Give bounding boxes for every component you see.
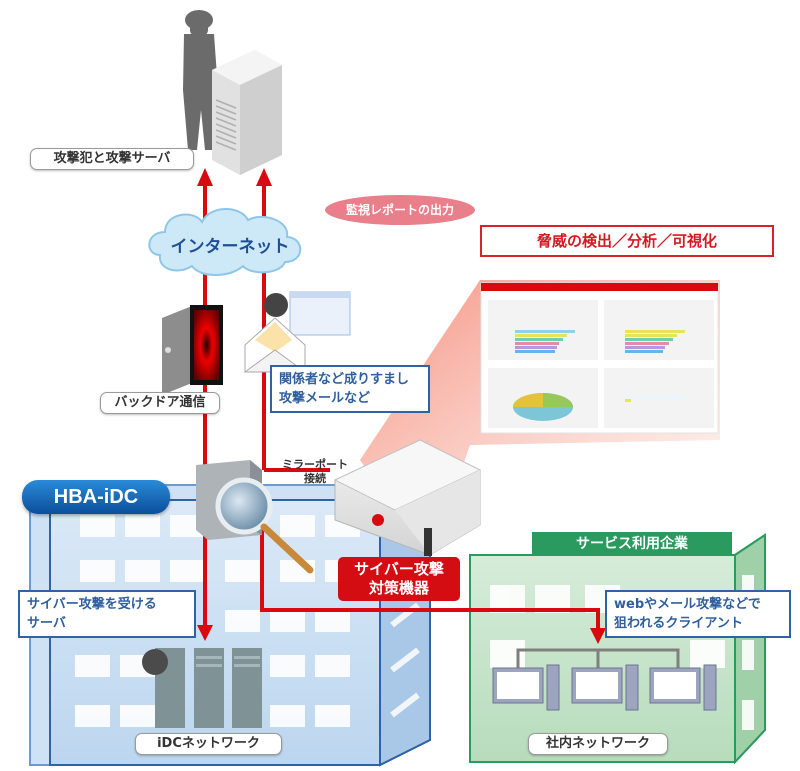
company-network-label: 社内ネットワーク bbox=[528, 733, 668, 755]
infection-badge-icon bbox=[142, 649, 168, 675]
internet-label: インターネット bbox=[170, 237, 290, 257]
device-label-line2: 対策機器 bbox=[368, 579, 429, 597]
client-label-line1: webやメール攻撃などで bbox=[614, 597, 761, 612]
attacked-server-line2: サーバ bbox=[27, 616, 66, 631]
client-pc-icon bbox=[492, 648, 717, 711]
arrow-down-client bbox=[590, 628, 606, 644]
mirror-port-line1: ミラーポート bbox=[282, 458, 348, 471]
mirror-port-label: ミラーポート 接続 bbox=[270, 458, 360, 486]
malicious-mail-icon bbox=[243, 291, 351, 373]
spoof-mail-line2: 攻撃メールなど bbox=[279, 391, 371, 406]
attacked-server-label: サイバー攻撃を受ける サーバ bbox=[18, 590, 196, 638]
spoof-mail-label: 関係者など成りすまし 攻撃メールなど bbox=[270, 365, 430, 413]
attacked-server-line1: サイバー攻撃を受ける bbox=[27, 597, 157, 612]
spoof-mail-line1: 関係者など成りすまし bbox=[279, 372, 410, 387]
attacker-silhouette-icon bbox=[183, 10, 218, 150]
company-title: サービス利用企業 bbox=[532, 532, 732, 556]
backdoor-door-icon bbox=[162, 305, 223, 395]
idc-network-label: iDCネットワーク bbox=[135, 733, 282, 755]
threat-detection-label: 脅威の検出／分析／可視化 bbox=[480, 225, 774, 257]
dashboard-screenshot bbox=[480, 282, 719, 434]
server-rack-icon bbox=[142, 648, 262, 728]
arrow-down-server bbox=[197, 625, 213, 641]
arrowheads bbox=[197, 168, 606, 644]
router-magnifier-icon bbox=[196, 460, 314, 574]
idc-title-badge: HBA-iDC bbox=[22, 480, 170, 514]
backdoor-label: バックドア通信 bbox=[100, 392, 220, 414]
attacker-label: 攻撃犯と攻撃サーバ bbox=[30, 148, 194, 170]
mirror-port-line2: 接続 bbox=[304, 472, 326, 485]
client-label: webやメール攻撃などで 狙われるクライアント bbox=[605, 590, 791, 638]
attack-server-icon bbox=[212, 50, 282, 175]
company-building bbox=[469, 533, 766, 765]
device-label-line1: サイバー攻撃 bbox=[354, 560, 444, 578]
client-label-line2: 狙われるクライアント bbox=[614, 616, 743, 631]
security-appliance-icon bbox=[333, 439, 482, 556]
security-device-label: サイバー攻撃 対策機器 bbox=[338, 557, 460, 601]
report-bubble: 監視レポートの出力 bbox=[325, 195, 475, 225]
internet-cloud-icon bbox=[148, 208, 302, 276]
